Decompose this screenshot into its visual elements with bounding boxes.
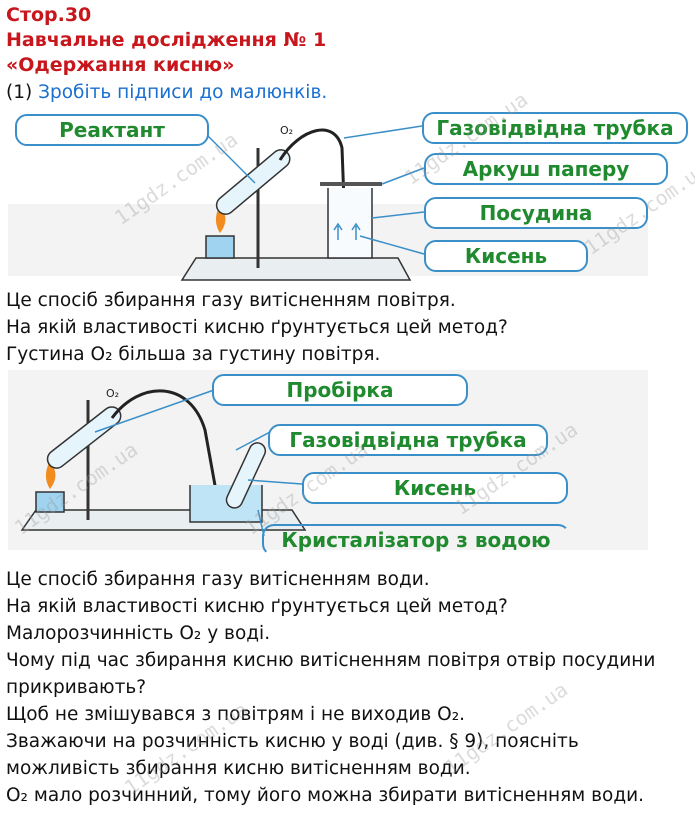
- burner-icon: [35, 491, 65, 513]
- figure-water-displacement: O₂ Пробірка Газовідвідна трубка Кисень К…: [0, 370, 695, 568]
- collecting-vessel: [327, 188, 373, 259]
- label-gas-tube-2: Газовідвідна трубка: [268, 424, 548, 456]
- crystallizer: [189, 485, 263, 523]
- label-oxygen: Кисень: [424, 240, 588, 272]
- label-oxygen-2: Кисень: [302, 472, 568, 504]
- text-line: Зважаючи на розчинність кисню у воді (ди…: [6, 731, 579, 752]
- pointer-reactant: [199, 127, 256, 184]
- text-line: На якій властивості кисню ґрунтується це…: [6, 596, 508, 617]
- stand-base: [180, 257, 412, 281]
- page-subtitle: «Одержання кисню»: [6, 54, 235, 76]
- text-line: Щоб не змішувався з повітрям і не виходи…: [6, 704, 466, 725]
- gas-formula: O₂: [106, 387, 119, 400]
- task-text: Зробіть підписи до малюнків.: [38, 82, 328, 103]
- label-reactant: Реактант: [15, 114, 209, 146]
- task-line: (1) Зробіть підписи до малюнків.: [6, 82, 327, 104]
- page-number: Стор.30: [6, 4, 92, 26]
- text-line: Це спосіб збирання газу витісненням води…: [6, 569, 430, 590]
- pointer-oxygen: [359, 235, 425, 255]
- text-line: Чому під час збирання кисню витісненням …: [6, 650, 656, 671]
- pointer-paper: [381, 167, 425, 185]
- text-line: Це спосіб збирання газу витісненням пові…: [6, 290, 456, 311]
- label-test-tube: Пробірка: [212, 374, 468, 406]
- text-line: На якій властивості кисню ґрунтується це…: [6, 317, 508, 338]
- gas-formula: O₂: [280, 124, 293, 137]
- label-vessel: Посудина: [424, 197, 648, 229]
- label-gas-tube: Газовідвідна трубка: [422, 112, 688, 144]
- text-line: прикривають?: [6, 677, 147, 698]
- pointer-vessel: [371, 211, 425, 219]
- collecting-tube: [225, 442, 267, 509]
- pointer-oxygen-2: [247, 479, 303, 485]
- text-line: Малорозчинність O₂ у воді.: [6, 623, 271, 644]
- figure-air-displacement: O₂ Реактант Газовідвідна трубка Аркуш па…: [0, 108, 695, 286]
- gas-arrows: [333, 222, 361, 240]
- pointer-gas-tube-2: [235, 431, 271, 451]
- pointer-tube: [343, 125, 423, 139]
- pointer-tube-2: [94, 389, 215, 433]
- label-paper: Аркуш паперу: [424, 153, 668, 185]
- paper-sheet: [320, 182, 382, 186]
- gas-tube: [278, 128, 347, 229]
- task-number: (1): [6, 82, 33, 103]
- text-line: Густина O₂ більша за густину повітря.: [6, 344, 381, 365]
- burner-icon: [205, 235, 235, 259]
- text-line: O₂ мало розчинний, тому його можна збира…: [6, 785, 645, 806]
- gas-tube: [110, 389, 220, 503]
- page-title: Навчальне дослідження № 1: [6, 29, 327, 51]
- label-crystallizer: Кристалізатор з водою: [262, 524, 570, 556]
- text-line: можливість збирання кисню витісненням во…: [6, 758, 471, 779]
